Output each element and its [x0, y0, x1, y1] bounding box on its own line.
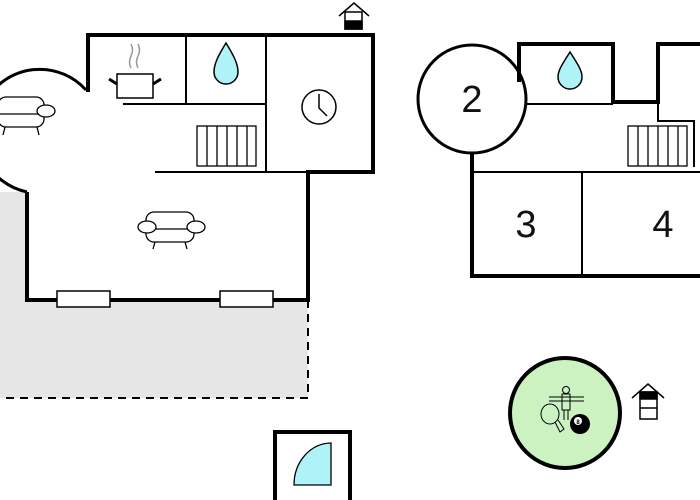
- water-drop-icon: [213, 41, 239, 85]
- stairs-icon: [196, 125, 257, 167]
- stairs-icon: [627, 125, 688, 167]
- table-tennis-icon: [540, 403, 565, 433]
- sofa-icon: [137, 211, 206, 250]
- games-area: 8: [508, 356, 622, 470]
- water-drop-icon: [557, 50, 583, 90]
- right-building-walls: [416, 42, 700, 278]
- round-living-room: [86, 90, 89, 128]
- door-icon: [273, 430, 352, 500]
- foosball-icon: [549, 386, 584, 420]
- window-icon: [219, 290, 274, 308]
- patio-terrace: [0, 192, 309, 399]
- room-3-label: 3: [515, 204, 537, 246]
- sofa-icon: [0, 96, 56, 136]
- billiard-number: 8: [576, 420, 580, 426]
- window-icon: [56, 290, 111, 308]
- house-level-icon: [631, 383, 665, 420]
- room-4-label: 4: [652, 204, 674, 246]
- left-building-walls: [0, 33, 375, 302]
- room-2-label: 2: [461, 79, 483, 121]
- house-level-icon: [338, 2, 370, 30]
- cooking-pot-icon: [108, 43, 162, 99]
- clock-icon: [301, 89, 337, 125]
